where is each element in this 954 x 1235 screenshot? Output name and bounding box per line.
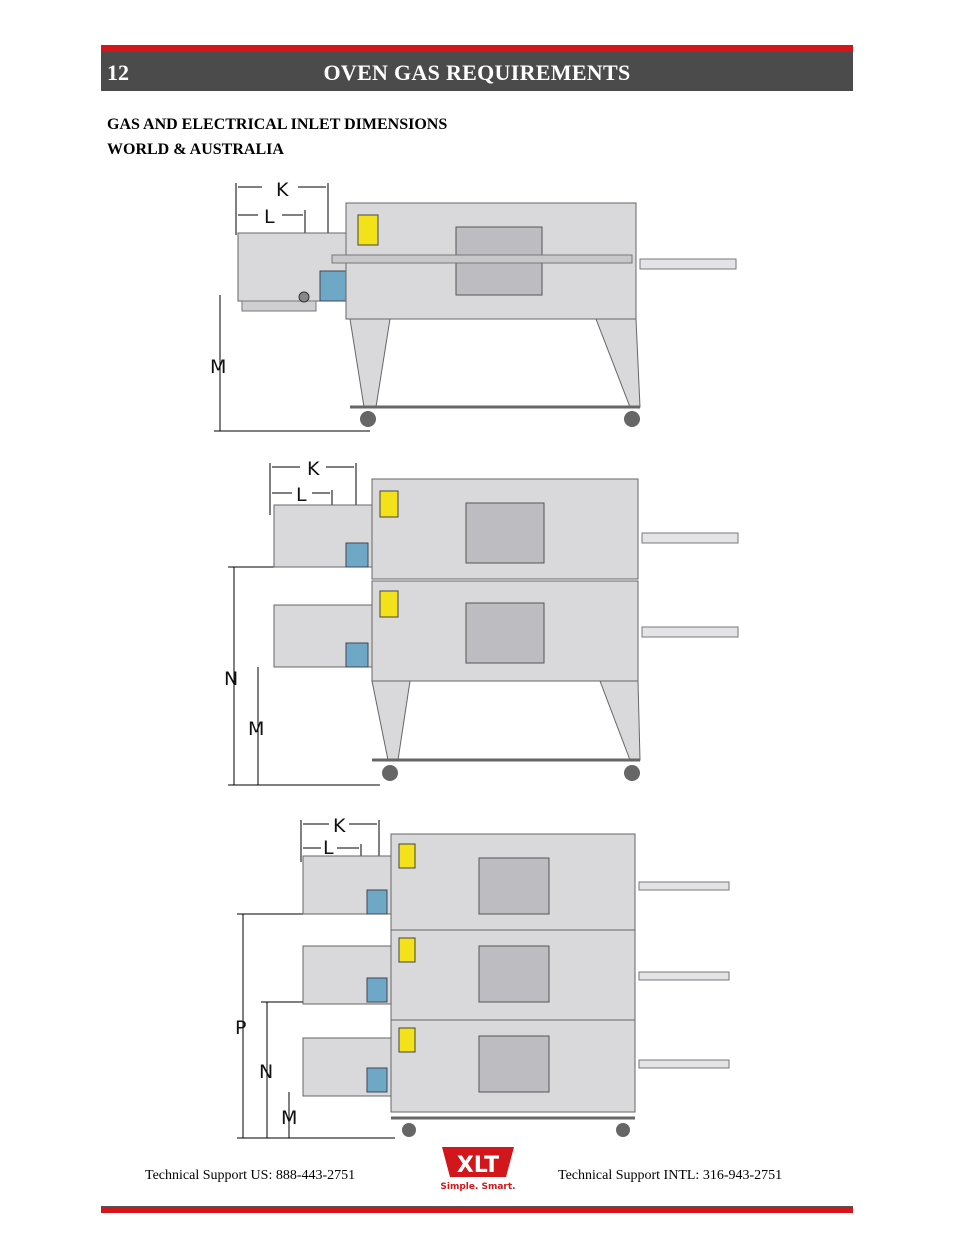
dimension-p-label: P — [235, 1017, 246, 1039]
dimension-k-label: K — [276, 179, 289, 201]
dimension-m-label: M — [210, 356, 226, 378]
dimension-m-label: M — [248, 718, 264, 740]
dimension-l-label: L — [296, 484, 307, 506]
dimension-l-label: L — [264, 206, 275, 228]
dimension-n-label: N — [224, 668, 238, 690]
section-subtitle: GAS AND ELECTRICAL INLET DIMENSIONS — [107, 116, 448, 133]
dimension-m-label: M — [281, 1107, 297, 1129]
region-subtitle: WORLD & AUSTRALIA — [107, 141, 284, 158]
support-intl-phone: Technical Support INTL: 316-943-2751 — [558, 1168, 783, 1183]
header-bar: 12 OVEN GAS REQUIREMENTS — [101, 45, 853, 91]
double-stack-oven-diagram: K L N M — [220, 455, 750, 795]
support-us-phone: Technical Support US: 888-443-2751 — [145, 1168, 356, 1183]
dimension-l-label: L — [323, 837, 334, 859]
xlt-logo: XLT Simple. Smart. — [428, 1145, 528, 1193]
page-title: OVEN GAS REQUIREMENTS — [323, 60, 631, 85]
footer-rule — [101, 1206, 853, 1213]
page-number: 12 — [107, 60, 129, 85]
dimension-n-label: N — [259, 1061, 273, 1083]
triple-stack-oven-diagram: K L P N M — [225, 812, 750, 1144]
single-oven-diagram: K L M — [200, 175, 750, 440]
logo-tagline: Simple. Smart. — [440, 1182, 515, 1192]
dimension-k-label: K — [333, 815, 346, 837]
logo-text: XLT — [457, 1153, 499, 1178]
dimension-k-label: K — [307, 458, 320, 480]
